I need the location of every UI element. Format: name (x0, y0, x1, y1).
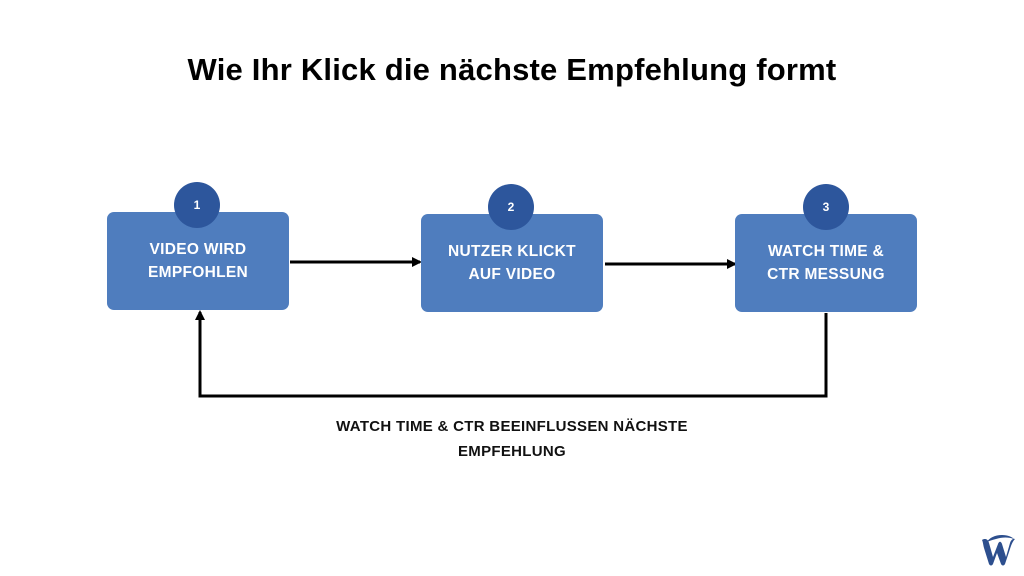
step-3-badge: 3 (803, 184, 849, 230)
feedback-caption: WATCH TIME & CTR BEEINFLUSSEN NÄCHSTE EM… (336, 418, 688, 460)
diagram-title: Wie Ihr Klick die nächste Empfehlung for… (187, 52, 837, 87)
step-1-number: 1 (193, 198, 201, 212)
step-2-box: NUTZER KLICKT AUF VIDEO (421, 214, 603, 312)
step-3-box: WATCH TIME & CTR MESSUNG (735, 214, 917, 312)
step-3-label: WATCH TIME & CTR MESSUNG (767, 243, 885, 283)
feedback-loop-arrow (195, 310, 828, 398)
step-2-label: NUTZER KLICKT AUF VIDEO (448, 243, 576, 283)
step-1-box: VIDEO WIRD EMPFOHLEN (107, 212, 289, 310)
w-logo-icon (982, 535, 1015, 566)
step-2-badge: 2 (488, 184, 534, 230)
step-1-label: VIDEO WIRD EMPFOHLEN (147, 241, 248, 281)
step-3-number: 3 (822, 200, 830, 214)
step-2-number: 2 (507, 200, 515, 214)
step-1-badge: 1 (174, 182, 220, 228)
